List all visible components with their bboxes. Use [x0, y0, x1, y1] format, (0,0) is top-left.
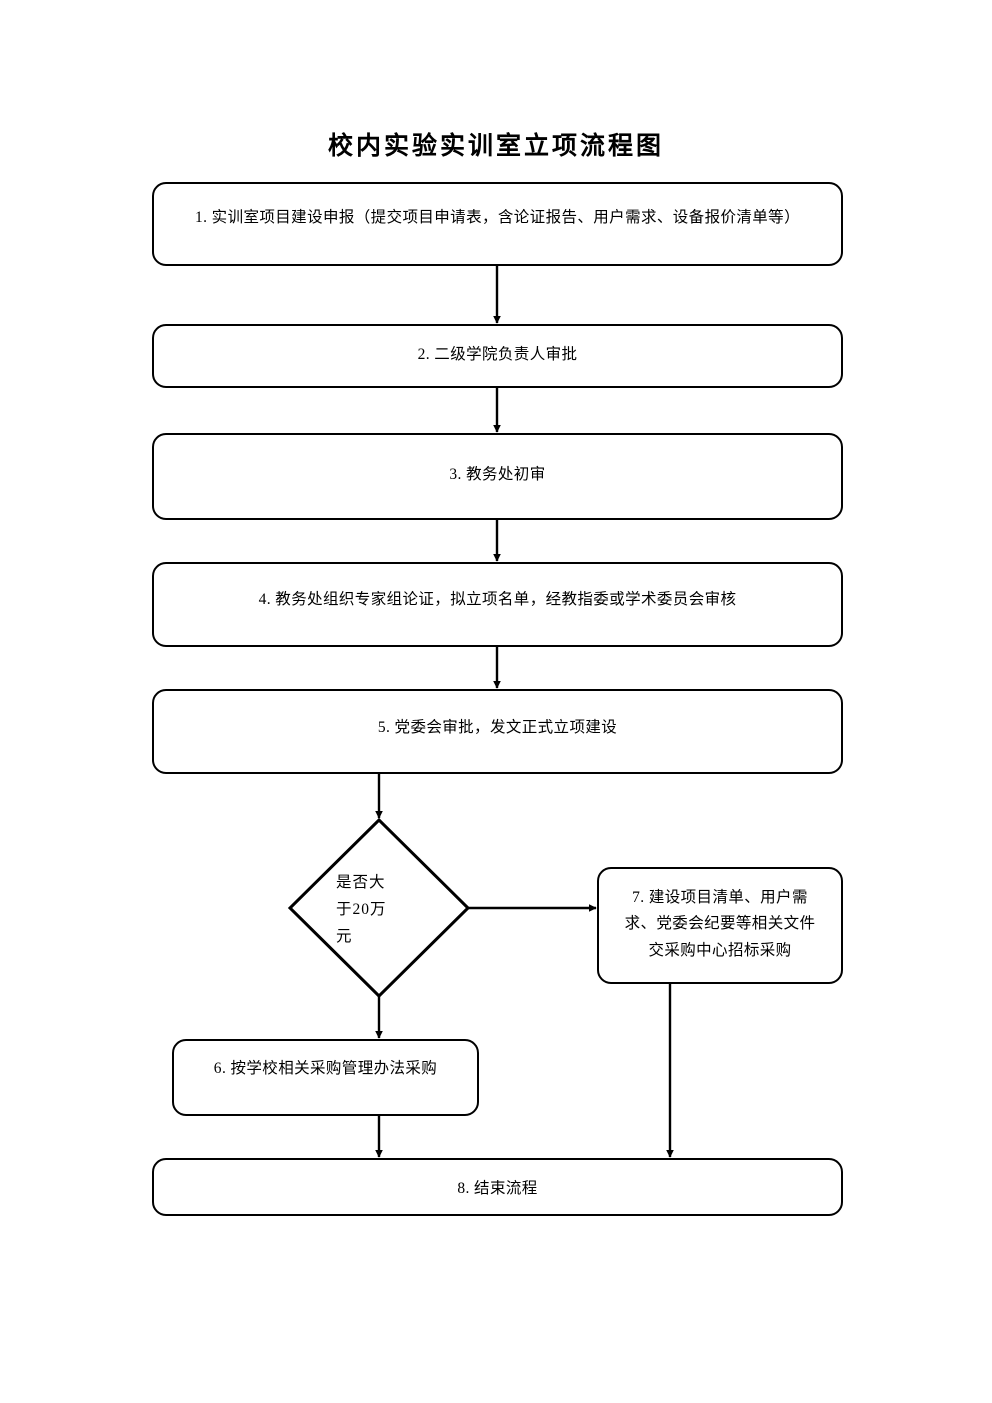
- flow-node-8-label: 8. 结束流程: [457, 1180, 538, 1197]
- flow-node-4-label: 4. 教务处组织专家组论证，拟立项名单，经教指委或学术委员会审核: [258, 591, 737, 608]
- flow-node-5-label: 5. 党委会审批，发文正式立项建设: [377, 719, 618, 736]
- flow-node-decision-label: 是否大 于20万 元: [336, 873, 387, 946]
- flow-node-6-label: 6. 按学校相关采购管理办法采购: [213, 1060, 438, 1077]
- flow-node-1[interactable]: 1. 实训室项目建设申报（提交项目申请表，含论证报告、用户需求、设备报价清单等）: [152, 182, 843, 266]
- flow-node-2-label: 2. 二级学院负责人审批: [417, 346, 578, 363]
- flow-node-7-label: 7. 建设项目清单、用户需 求、党委会纪要等相关文件 交采购中心招标采购: [624, 889, 816, 959]
- flow-node-8[interactable]: 8. 结束流程: [152, 1158, 843, 1216]
- flow-node-3-label: 3. 教务处初审: [449, 466, 546, 483]
- flow-node-2[interactable]: 2. 二级学院负责人审批: [152, 324, 843, 388]
- flow-node-7[interactable]: 7. 建设项目清单、用户需 求、党委会纪要等相关文件 交采购中心招标采购: [597, 867, 843, 984]
- flow-node-1-label: 1. 实训室项目建设申报（提交项目申请表，含论证报告、用户需求、设备报价清单等）: [194, 209, 800, 226]
- flow-node-6[interactable]: 6. 按学校相关采购管理办法采购: [172, 1039, 479, 1116]
- flow-node-5[interactable]: 5. 党委会审批，发文正式立项建设: [152, 689, 843, 774]
- flow-node-4[interactable]: 4. 教务处组织专家组论证，拟立项名单，经教指委或学术委员会审核: [152, 562, 843, 647]
- flow-node-decision[interactable]: 是否大 于20万 元: [336, 862, 456, 957]
- flow-node-3[interactable]: 3. 教务处初审: [152, 433, 843, 520]
- page-title: 校内实验实训室立项流程图: [327, 133, 664, 160]
